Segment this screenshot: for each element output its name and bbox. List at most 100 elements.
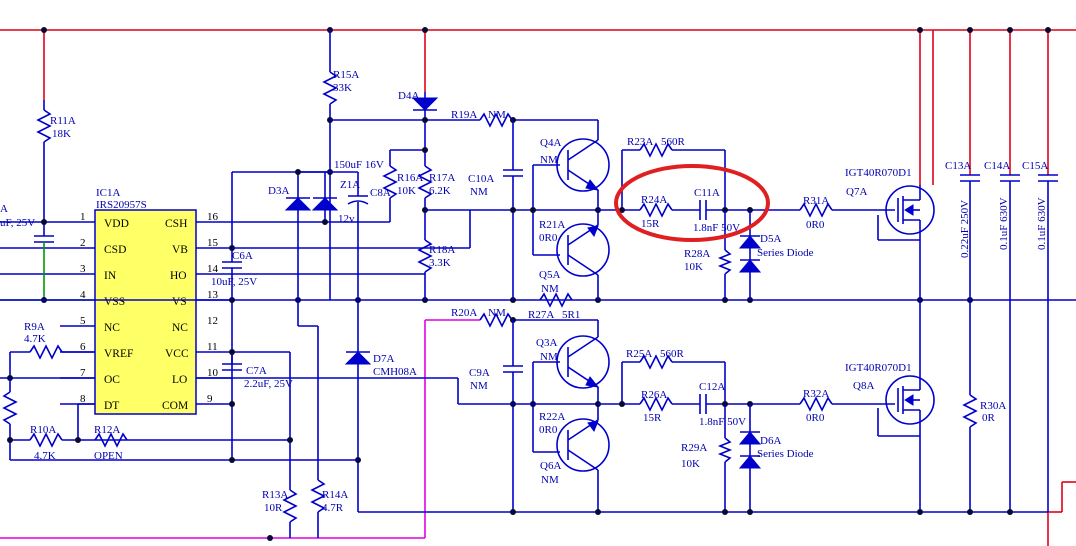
cap-left-ref: A (0, 203, 8, 215)
pin-num-2: 2 (80, 237, 86, 249)
c13a-ref: C13A (945, 160, 971, 172)
pin-name-vb: VB (172, 244, 188, 256)
pin-num-6: 6 (80, 341, 86, 353)
pin-name-csh: CSH (165, 218, 187, 230)
r29a-value: 10K (681, 458, 700, 470)
pin-num-12: 12 (207, 315, 218, 327)
pin-num-16: 16 (207, 211, 219, 223)
r13a-value: 10R (264, 502, 283, 514)
q6a-ref: Q6A (540, 460, 561, 472)
r21a-ref: R21A (539, 219, 565, 231)
r22a-ref: R22A (539, 411, 565, 423)
pink-net (0, 319, 480, 539)
pin-num-3: 3 (80, 263, 86, 275)
upper-gate-network (598, 142, 800, 300)
ic-right-wires (196, 221, 425, 460)
resistor-r18a (417, 239, 433, 300)
pin-num-4: 4 (80, 289, 86, 301)
r32a-value: 0R0 (806, 412, 825, 424)
pin-name-lo: LO (172, 374, 187, 386)
d7a-ref: D7A (373, 353, 394, 365)
lower-gate-network (598, 354, 800, 512)
r21a-value: 0R0 (539, 232, 558, 244)
diode-d4a (330, 92, 480, 150)
pin-name-vdd: VDD (104, 218, 129, 230)
cap-left-value: uF, 25V (0, 217, 35, 229)
transistor-q6a (556, 401, 610, 512)
highlight-ellipse (614, 164, 770, 242)
d6a-value: Series Diode (757, 448, 814, 460)
q7a-ref: Q7A (846, 186, 867, 198)
c11a-ref: C11A (694, 187, 720, 199)
d3a-ref: D3A (268, 185, 289, 197)
q3a-value: NM (540, 351, 558, 363)
d4a-ref: D4A (398, 90, 419, 102)
r20a-value: NM (488, 307, 506, 319)
r25a-ref: R25A (626, 348, 652, 360)
r28a-value: 10K (684, 261, 703, 273)
ic-ref: IC1A (96, 187, 121, 199)
resistor-r15a (322, 30, 338, 300)
c12a-value: 1.8nF 50V (699, 416, 746, 428)
c15a-ref: C15A (1022, 160, 1048, 172)
c8a-ref: C8A (370, 187, 391, 199)
pin-name-oc: OC (104, 374, 120, 386)
c13a-value: 0.22uF 250V (959, 200, 971, 258)
c11a-value: 1.8nF 50V (693, 222, 740, 234)
z1a-ref: Z1A (340, 179, 360, 191)
pin-num-5: 5 (80, 315, 86, 327)
pin-name-in: IN (104, 270, 117, 282)
r24a-value: 15R (641, 218, 660, 230)
lower-gate-resistor-r32a (799, 396, 895, 412)
r27a-value: 5R1 (562, 309, 580, 321)
upper-driver-block (470, 120, 598, 300)
r29a-ref: R29A (681, 442, 707, 454)
r24a-ref: R24A (641, 194, 667, 206)
q4a-value: NM (540, 154, 558, 166)
d6a-ref: D6A (760, 435, 781, 447)
r17a-ref: R17A (429, 172, 455, 184)
resistor-r27a (539, 292, 573, 308)
top-power-rail (0, 29, 1076, 546)
c10a-value: NM (470, 186, 488, 198)
pin-name-vss: VSS (104, 296, 125, 308)
capacitor-c7a (222, 349, 291, 490)
pin-name-nc-left: NC (104, 322, 120, 334)
resistor-r13a (282, 489, 298, 538)
diode-d3a (284, 169, 319, 480)
q7a-part: IGT40R070D1 (845, 167, 912, 179)
c14a-ref: C14A (984, 160, 1010, 172)
pin-name-com: COM (162, 400, 188, 412)
r9a-ref: R9A (24, 321, 45, 333)
q8a-ref: Q8A (853, 380, 874, 392)
ic-left-pins (60, 325, 95, 405)
r18a-ref: R18A (429, 244, 455, 256)
ic-body (94, 209, 197, 415)
r12a-value: OPEN (94, 450, 123, 462)
diode-d7a (344, 300, 372, 512)
r31a-ref: R31A (803, 195, 829, 207)
resistor-r30a (962, 394, 978, 512)
c6a-ref: C6A (232, 250, 253, 262)
zener-z1a (298, 171, 358, 225)
capacitor-c8a (347, 172, 369, 300)
pin-num-8: 8 (80, 393, 86, 405)
r14a-value: 4.7R (322, 502, 344, 514)
r28a-ref: R28A (684, 248, 710, 260)
q6a-value: NM (541, 474, 559, 486)
c15a-value: 0.1uF 630V (1036, 197, 1048, 250)
r12a-ref: R12A (94, 424, 120, 436)
q3a-ref: Q3A (536, 337, 557, 349)
c10a-ref: C10A (468, 173, 494, 185)
r26a-ref: R26A (641, 389, 667, 401)
r16a-ref: R16A (397, 172, 423, 184)
transistor-q4a (556, 120, 610, 210)
pin-num-7: 7 (80, 367, 86, 379)
pin-name-csd: CSD (104, 244, 126, 256)
q8a-part: IGT40R070D1 (845, 362, 912, 374)
r15a-value: 33K (333, 82, 352, 94)
resistor-r14a (310, 479, 326, 538)
r17a-value: 6.2K (429, 185, 451, 197)
r23a-ref: R23A (627, 136, 653, 148)
